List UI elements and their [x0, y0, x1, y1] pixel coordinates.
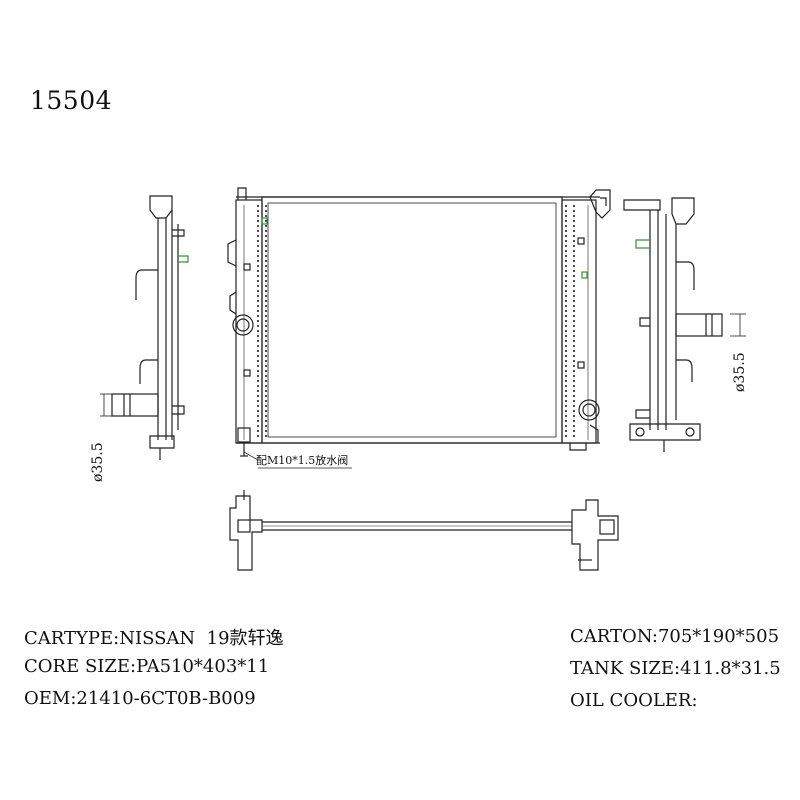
spec-cartype: CARTYPE:NISSAN 19款轩逸 [24, 624, 284, 650]
oil-cooler-label: OIL COOLER: [570, 690, 698, 711]
drain-valve-note: 配M10*1.5放水阀 [256, 453, 348, 467]
core-size-label: CORE SIZE: [24, 656, 137, 677]
right-inlet-dimension: ø35.5 [732, 352, 748, 392]
front-view [227, 187, 611, 469]
left-side-view [100, 195, 189, 460]
core-size-value: PA510*403*11 [136, 656, 270, 677]
spec-tank-size: TANK SIZE:411.8*31.5 [570, 658, 781, 679]
spec-core-size: CORE SIZE:PA510*403*11 [24, 656, 269, 677]
oem-label: OEM: [24, 688, 77, 709]
left-outlet-dimension: ø35.5 [90, 442, 106, 482]
spec-oem: OEM:21410-6CT0B-B009 [24, 688, 256, 709]
bottom-view [229, 490, 619, 571]
tank-size-value: 411.8*31.5 [680, 658, 781, 679]
part-number: 15504 [30, 86, 113, 115]
cartype-label: CARTYPE: [24, 628, 120, 649]
right-side-view [623, 197, 746, 452]
oem-value: 21410-6CT0B-B009 [76, 688, 256, 709]
tank-size-label: TANK SIZE: [570, 658, 681, 679]
carton-value: 705*190*505 [657, 626, 780, 647]
spec-carton: CARTON:705*190*505 [570, 626, 779, 647]
spec-oil-cooler: OIL COOLER: [570, 690, 698, 711]
carton-label: CARTON: [570, 626, 658, 647]
cartype-value: NISSAN 19款轩逸 [119, 628, 284, 649]
